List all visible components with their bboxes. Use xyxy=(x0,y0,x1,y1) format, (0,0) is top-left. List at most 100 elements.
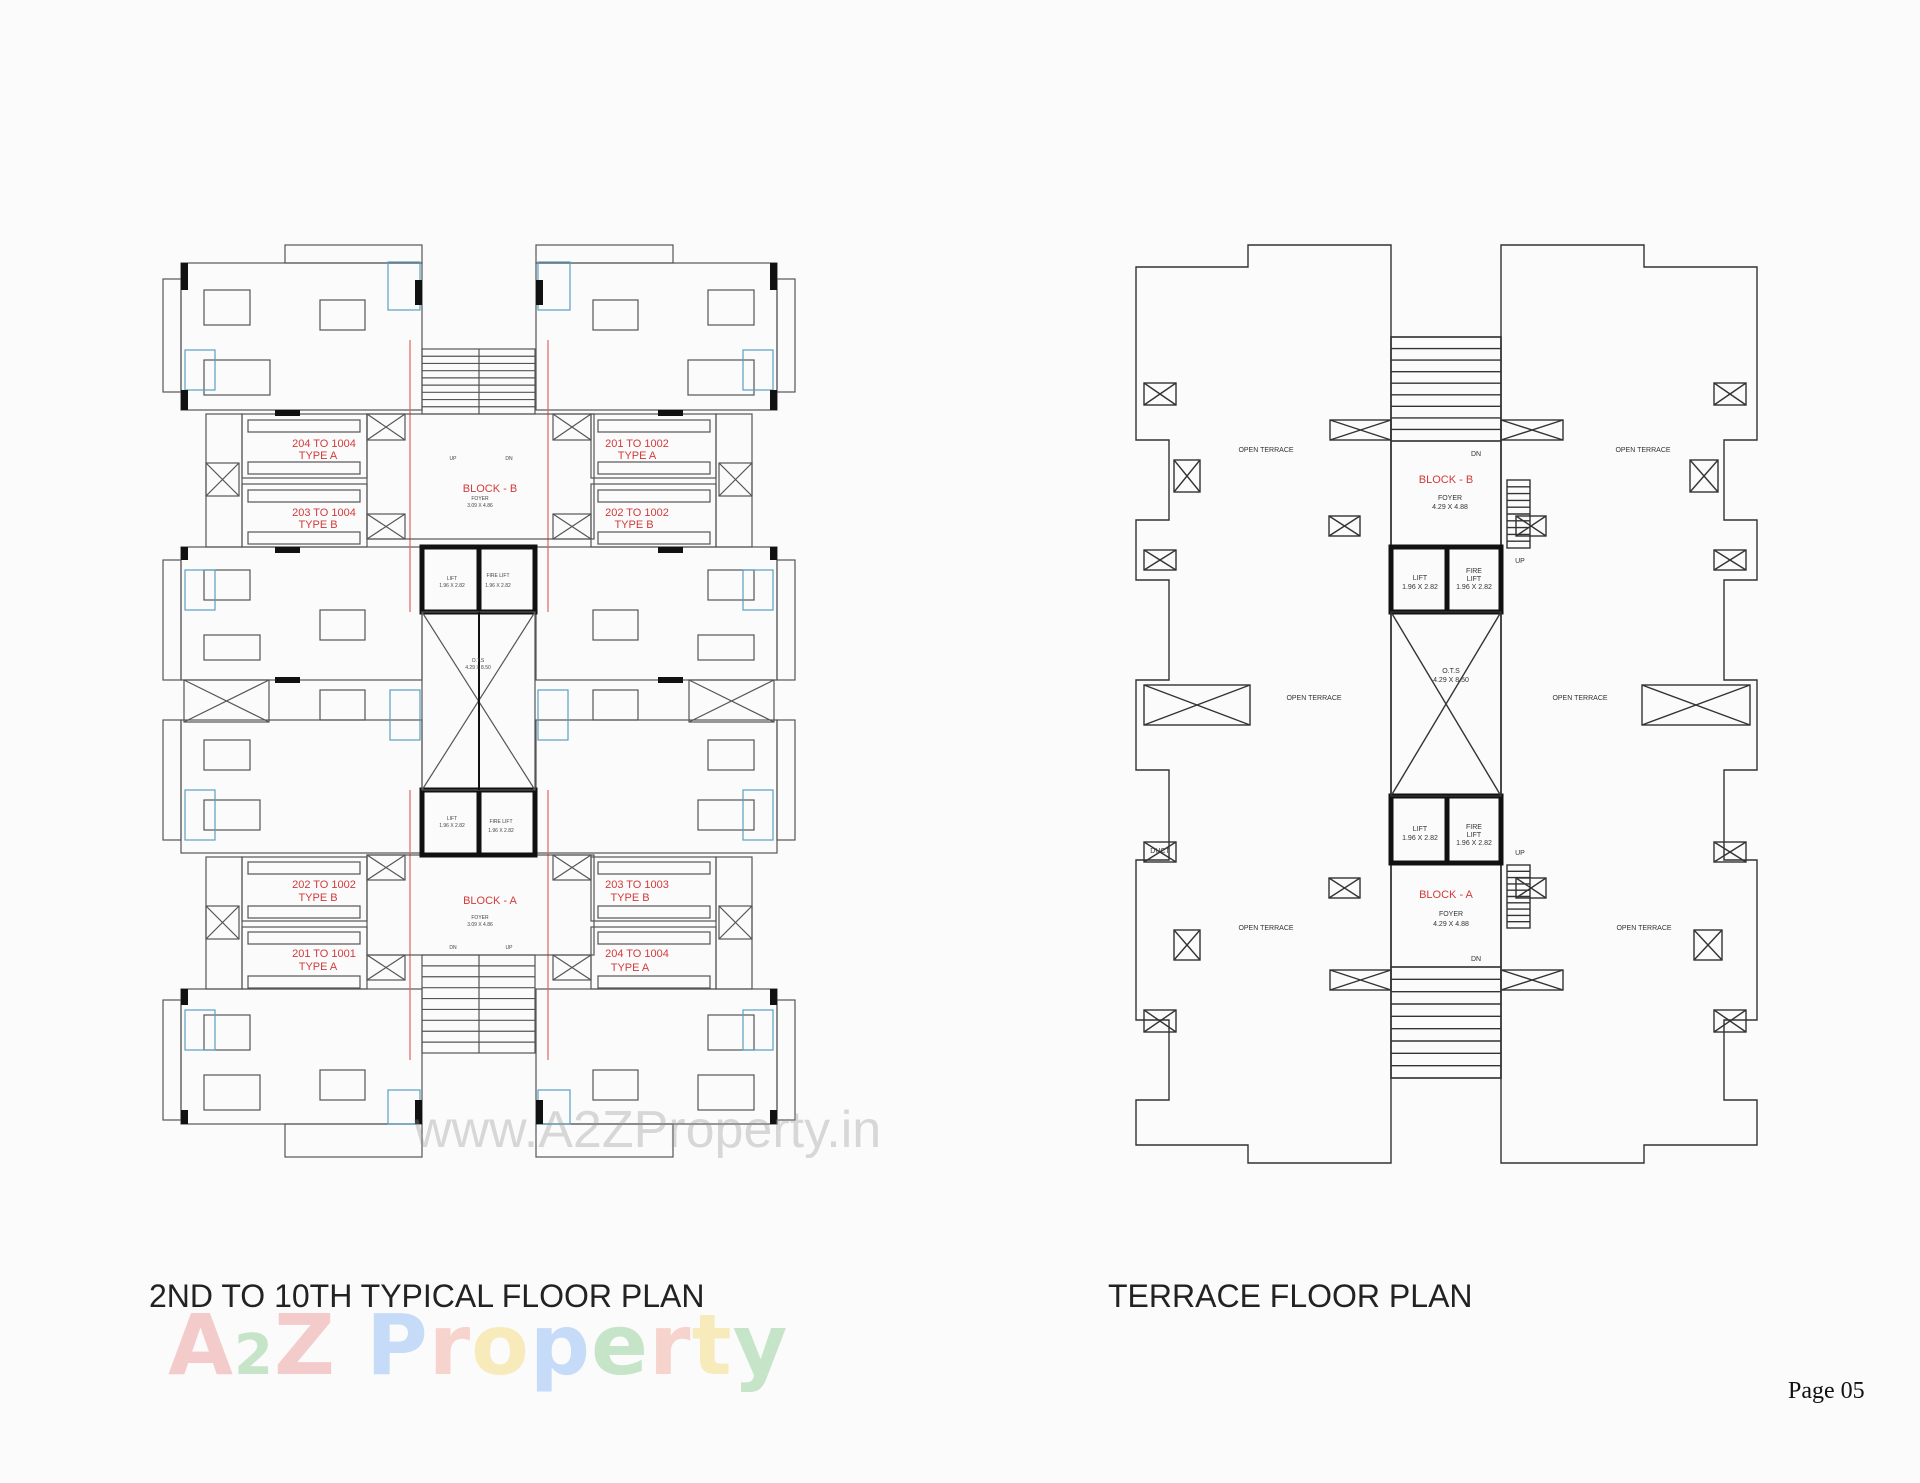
shaft-cross xyxy=(1143,382,1177,406)
unit-label: 201 TO 1001 xyxy=(292,948,356,960)
balcony xyxy=(776,719,796,841)
shaft-cross xyxy=(1693,929,1723,961)
typical-floor-plan xyxy=(162,244,796,1158)
shaft-cross xyxy=(366,513,406,540)
bathroom xyxy=(742,569,774,611)
typical-plan-title: 2ND TO 10TH TYPICAL FLOOR PLAN xyxy=(149,1278,705,1314)
terrace-plan-title: TERRACE FLOOR PLAN xyxy=(1108,1278,1473,1314)
ots-shaft xyxy=(1390,611,1502,797)
block-b-label: BLOCK - B xyxy=(463,483,517,495)
fire-lift-size: 1.96 X 2.82 xyxy=(488,828,514,834)
unit-type: TYPE B xyxy=(610,892,649,904)
duct-shaft xyxy=(183,679,270,723)
shaft-cross xyxy=(1689,459,1719,493)
wall xyxy=(770,390,777,410)
balcony xyxy=(162,719,182,841)
open-terrace-label: OPEN TERRACE xyxy=(1286,695,1341,702)
bathroom xyxy=(184,1009,216,1051)
unit-type: TYPE A xyxy=(299,961,338,973)
unit-label: 203 TO 1003 xyxy=(605,879,669,891)
apartment-unit xyxy=(180,262,423,411)
wardrobe xyxy=(597,931,711,945)
bathroom xyxy=(184,789,216,841)
stair-up-label: UP xyxy=(1515,850,1525,857)
shaft-cross xyxy=(1143,549,1177,571)
wall xyxy=(181,263,188,290)
shaft-cross xyxy=(1713,382,1747,406)
ots-size: 4.29 X 8.50 xyxy=(1433,677,1469,684)
shaft-cross xyxy=(183,679,270,723)
shaft-cross xyxy=(552,854,592,881)
duct-shaft xyxy=(205,462,240,497)
wall xyxy=(181,1110,188,1124)
foyer-size: 4.29 X 4.88 xyxy=(1433,921,1469,928)
furniture xyxy=(592,299,639,331)
wardrobe xyxy=(247,461,361,475)
duct-shaft xyxy=(1515,515,1547,537)
furniture xyxy=(707,569,755,601)
duct-label: DUCT xyxy=(1150,848,1170,855)
furniture xyxy=(592,1069,639,1101)
wall xyxy=(181,547,188,560)
staircase xyxy=(1390,966,1502,1079)
wall xyxy=(770,263,777,290)
balcony xyxy=(162,278,182,393)
duct-shaft xyxy=(1143,549,1177,571)
bathroom xyxy=(389,689,421,741)
balcony xyxy=(284,1123,423,1158)
unit-type: TYPE B xyxy=(614,519,653,531)
duct-shaft xyxy=(1713,841,1747,863)
wall xyxy=(658,547,683,553)
balcony xyxy=(776,559,796,681)
furniture xyxy=(707,739,755,771)
duct-shaft xyxy=(1713,1009,1747,1033)
foyer-label: FOYER xyxy=(1438,495,1462,502)
balcony xyxy=(535,244,674,264)
wall xyxy=(770,1110,777,1124)
duct-shaft xyxy=(1713,382,1747,406)
furniture xyxy=(592,609,639,641)
block-a-label: BLOCK - A xyxy=(463,895,517,907)
balcony xyxy=(776,999,796,1121)
shaft-cross xyxy=(1328,877,1361,899)
shaft-cross xyxy=(366,954,406,981)
wardrobe xyxy=(247,975,361,989)
stair-dn-label: DN xyxy=(505,456,513,462)
wardrobe xyxy=(597,419,711,433)
furniture xyxy=(203,359,271,396)
furniture xyxy=(203,799,261,831)
foyer-label: FOYER xyxy=(1439,911,1463,918)
lift-label: LIFT xyxy=(447,576,457,582)
corridor xyxy=(205,856,243,990)
fire-lift-label: LIFT xyxy=(1467,832,1482,839)
wall xyxy=(658,410,683,416)
bathroom xyxy=(742,1009,774,1051)
duct-shaft xyxy=(1515,877,1547,899)
furniture xyxy=(203,289,251,326)
apartment-unit xyxy=(535,262,778,411)
wall xyxy=(275,410,300,416)
furniture xyxy=(687,359,755,396)
unit-label: 202 TO 1002 xyxy=(605,507,669,519)
balcony xyxy=(284,244,423,264)
block-b-label: BLOCK - B xyxy=(1419,474,1473,486)
shaft-cross xyxy=(1143,841,1177,863)
duct-shaft xyxy=(1693,929,1723,961)
shaft-cross xyxy=(1500,419,1564,441)
duct-shaft xyxy=(688,679,775,723)
foyer-size: 3.09 X 4.86 xyxy=(467,503,493,509)
lift-size: 1.96 X 2.82 xyxy=(1402,835,1438,842)
wardrobe xyxy=(597,489,711,503)
balcony xyxy=(776,278,796,393)
shaft-cross xyxy=(552,954,592,981)
page-number: Page 05 xyxy=(1788,1378,1865,1404)
fire-lift-size: 1.96 X 2.82 xyxy=(1456,840,1492,847)
unit-labels: 204 TO 1004 TYPE A 203 TO 1004 TYPE B 20… xyxy=(292,438,669,974)
furniture xyxy=(319,1069,366,1101)
lift-size: 1.96 X 2.82 xyxy=(439,823,465,829)
wardrobe xyxy=(247,861,361,875)
foyer-size: 4.29 X 4.88 xyxy=(1432,504,1468,511)
unit-label: 204 TO 1004 xyxy=(605,948,669,960)
stair-dn-label: DN xyxy=(1471,956,1481,963)
